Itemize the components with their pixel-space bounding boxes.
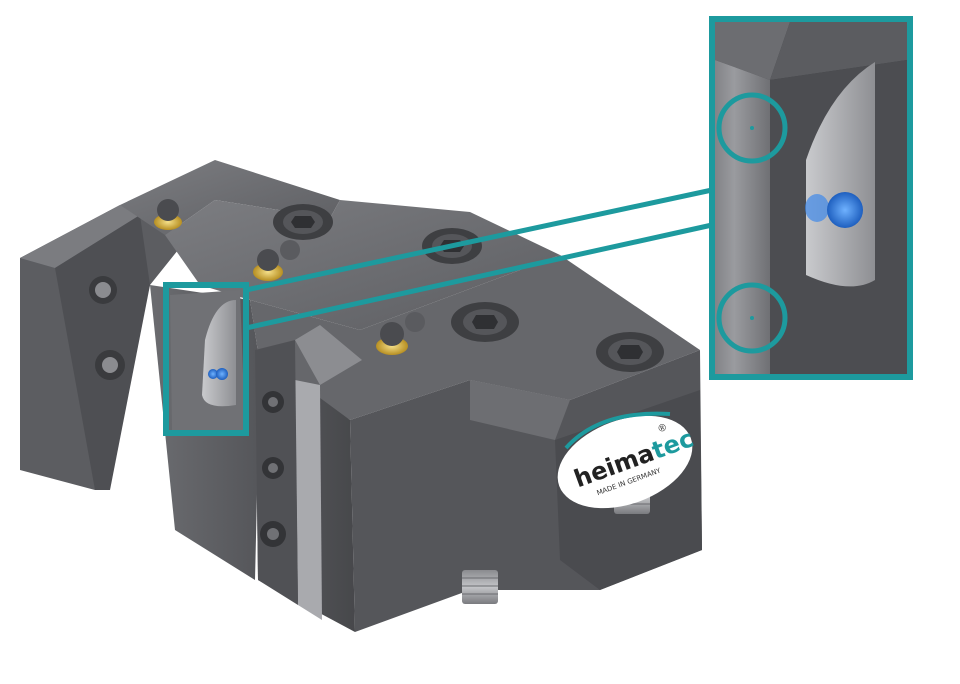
marker-circle-bottom	[716, 282, 788, 354]
coolant-plug-screws	[154, 199, 425, 355]
brand-logo: heimatec ® MADE IN GERMANY	[557, 411, 697, 509]
highlight-frame	[163, 282, 249, 436]
inset-frame	[709, 16, 913, 380]
coolant-outlet-detail	[170, 290, 245, 430]
logo-registered-mark: ®	[657, 422, 668, 435]
callout-line-top	[245, 187, 713, 293]
marker-circle-top	[716, 92, 788, 164]
coolant-hole-icon	[827, 192, 863, 228]
callout-line-bottom	[245, 222, 713, 331]
left-clamp-wedge	[20, 205, 190, 490]
coolant-spray-icon	[805, 194, 829, 222]
magnified-inset	[715, 22, 907, 374]
